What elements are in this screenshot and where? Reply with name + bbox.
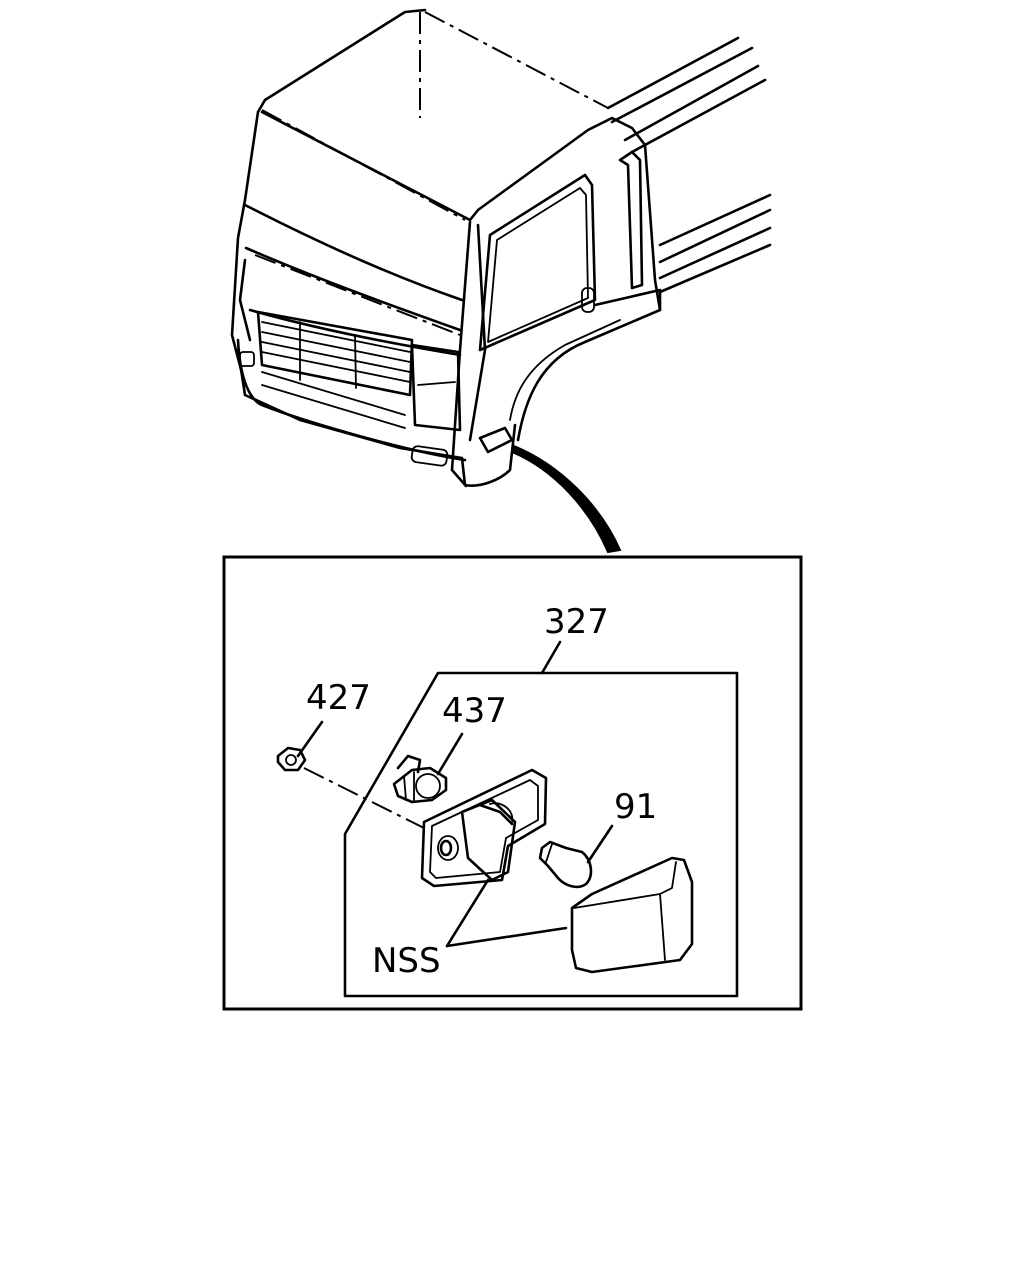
callout-427: 427 <box>306 678 371 718</box>
assembly-bracket <box>343 671 739 998</box>
bulb-part <box>538 824 614 889</box>
lamp-housing-part <box>420 768 548 888</box>
lens-part <box>570 856 694 974</box>
truck-cab-illustration <box>230 8 772 488</box>
callout-327: 327 <box>544 602 609 642</box>
detail-frame <box>222 555 803 1011</box>
nut-part <box>276 720 425 829</box>
socket-part <box>392 732 464 804</box>
detail-leader-arrow <box>510 444 622 554</box>
callout-nss: NSS <box>372 941 441 981</box>
callout-91: 91 <box>614 787 657 827</box>
callout-437: 437 <box>442 691 507 731</box>
